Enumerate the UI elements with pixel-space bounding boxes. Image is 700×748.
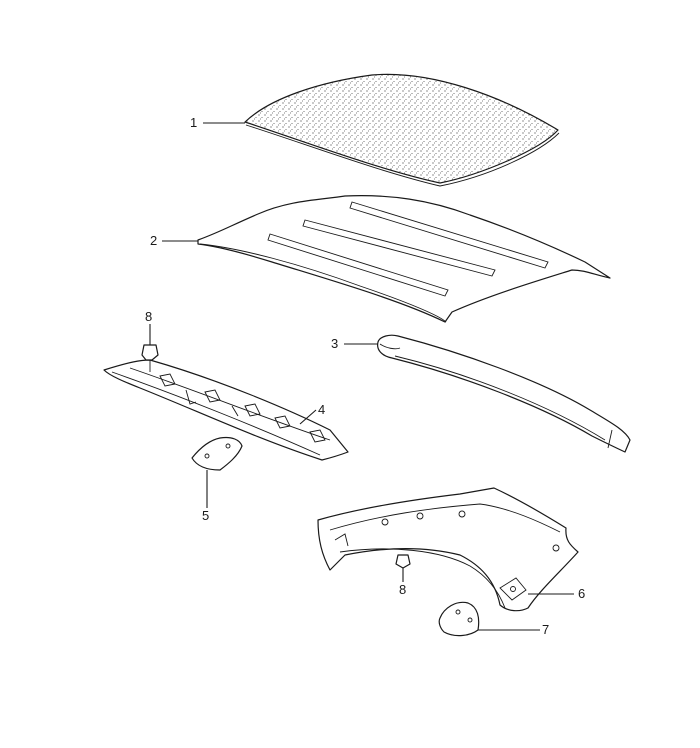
callout-6: 6 (578, 586, 585, 601)
part-2-roof-panel (197, 195, 611, 323)
part-8-clip-upper (141, 344, 159, 372)
part-6-side-trim (317, 487, 579, 612)
part-8-clip-lower (395, 554, 411, 569)
part-5-bracket (191, 436, 243, 471)
leader-lines (149, 122, 574, 631)
part-3-seal-strip (377, 334, 631, 453)
part-7-cover-plate (438, 601, 480, 637)
callout-3: 3 (331, 336, 338, 351)
callout-5: 5 (202, 508, 209, 523)
callout-1: 1 (190, 115, 197, 130)
callout-4: 4 (318, 402, 325, 417)
callout-2: 2 (150, 233, 157, 248)
callout-8-upper: 8 (145, 309, 152, 324)
callout-8-lower: 8 (399, 582, 406, 597)
part-1-insulation-mat (244, 73, 560, 187)
callout-7: 7 (542, 622, 549, 637)
